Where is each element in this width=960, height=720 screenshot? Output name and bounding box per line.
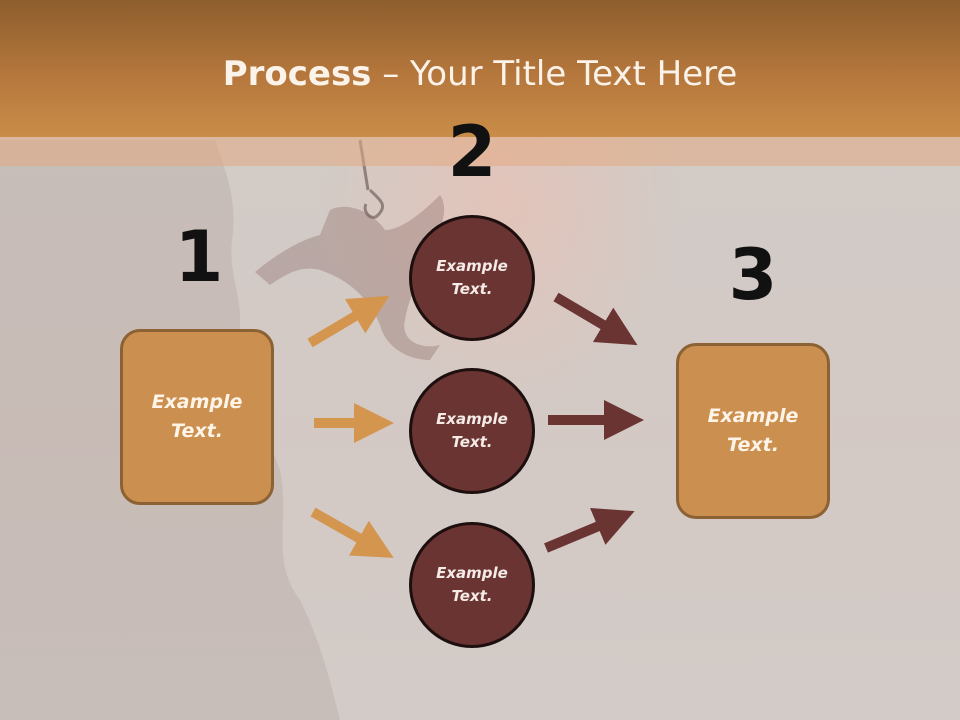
step-1-box: Example Text. [120, 329, 274, 505]
arrow-out-top [553, 292, 638, 346]
title-bold: Process [222, 54, 372, 94]
node-1-label: Example Text. [436, 257, 508, 298]
step-number-1: 1 [174, 216, 224, 298]
title-bar [0, 0, 960, 137]
step-1-label: Example Text. [151, 391, 243, 442]
step-2-node-3: Example Text. [409, 522, 535, 648]
arrow-in-bottom [310, 507, 394, 558]
arrow-in-top [307, 295, 390, 348]
node-2-label: Example Text. [436, 410, 508, 451]
step-2-node-1: Example Text. [409, 215, 535, 341]
step-number-2: 2 [447, 111, 497, 193]
slide-title: Process – Your Title Text Here [0, 52, 960, 96]
step-number-3: 3 [728, 234, 778, 316]
title-rest: – Your Title Text Here [371, 54, 738, 94]
step-3-label: Example Text. [707, 405, 799, 456]
header-band [0, 137, 960, 166]
step-2-node-2: Example Text. [409, 368, 535, 494]
arrow-out-bottom [544, 508, 635, 553]
node-3-label: Example Text. [436, 564, 508, 605]
step-3-box: Example Text. [676, 343, 830, 519]
